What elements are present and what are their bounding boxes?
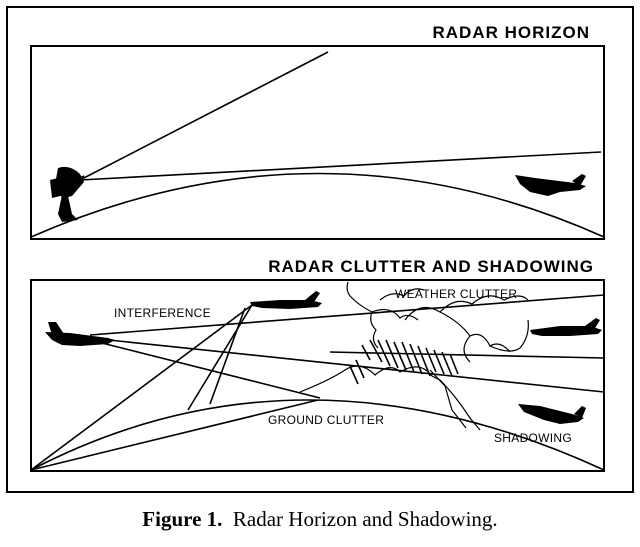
earth-curve-top bbox=[30, 172, 605, 238]
aircraft-icon bbox=[515, 174, 586, 196]
figure-caption: Figure 1. Radar Horizon and Shadowing. bbox=[0, 507, 640, 532]
label-interference: INTERFERENCE bbox=[114, 306, 211, 320]
top-panel-frame bbox=[30, 45, 605, 240]
label-weather-clutter: WEATHER CLUTTER bbox=[395, 287, 517, 301]
rain-hatching bbox=[349, 339, 459, 385]
aircraft-right-icon bbox=[530, 318, 602, 336]
beam-to-ground bbox=[30, 399, 319, 471]
aircraft-shadowed-icon bbox=[518, 404, 586, 424]
label-shadowing: SHADOWING bbox=[494, 431, 572, 445]
interference-reflect-left bbox=[187, 304, 253, 411]
aircraft-left-icon bbox=[45, 322, 115, 346]
label-ground-clutter: GROUND CLUTTER bbox=[268, 413, 384, 427]
beam-left-aircraft-top bbox=[89, 294, 605, 336]
radar-horizon-title: RADAR HORIZON bbox=[433, 23, 591, 42]
caption-text: Radar Horizon and Shadowing. bbox=[232, 507, 498, 531]
beam-left-aircraft-low bbox=[89, 339, 321, 399]
outer-border bbox=[6, 6, 634, 493]
aircraft-interference-icon bbox=[250, 291, 322, 309]
beam-left-aircraft-mid bbox=[89, 337, 605, 393]
bottom-panel-frame bbox=[30, 279, 605, 472]
caption-number: Figure 1. bbox=[142, 507, 223, 531]
radar-antenna-icon bbox=[50, 166, 85, 222]
terrain-shadow-edge bbox=[429, 369, 467, 429]
beam-upper bbox=[79, 51, 329, 181]
clutter-shadowing-title: RADAR CLUTTER AND SHADOWING bbox=[268, 257, 594, 276]
earth-curve-bottom bbox=[30, 399, 605, 471]
beam-to-right-aircraft bbox=[329, 351, 605, 359]
beam-horizon bbox=[79, 151, 602, 181]
weather-cloud-outline bbox=[346, 281, 529, 363]
beam-to-interference-plane bbox=[30, 304, 253, 471]
